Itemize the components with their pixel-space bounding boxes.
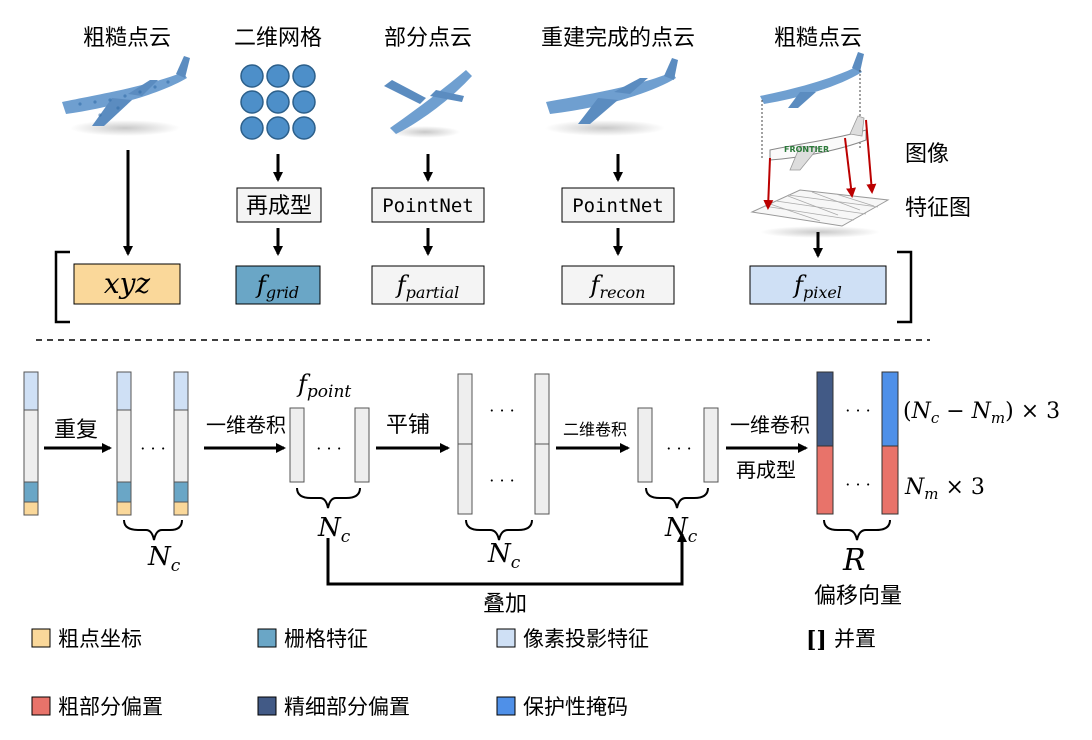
legend-label-mask: 保护性掩码 bbox=[523, 695, 628, 719]
coarse-airplane-pointcloud-image bbox=[62, 56, 190, 136]
frontier-logo: FRONTIER bbox=[784, 145, 829, 154]
conv2d-column-left bbox=[637, 407, 653, 483]
reshape-op-box bbox=[236, 187, 322, 223]
fpoint-column-left bbox=[289, 407, 305, 483]
reshape-label-bottom: 再成型 bbox=[736, 458, 796, 482]
legend-swatch-mask bbox=[496, 696, 516, 716]
partial-airplane-pointcloud-image bbox=[384, 70, 472, 138]
nc-label-2: Nc bbox=[317, 513, 351, 547]
frecon-feature-box bbox=[561, 265, 675, 305]
legend-swatch-grid bbox=[257, 628, 277, 648]
fpixel-feature-box bbox=[749, 265, 887, 305]
feature-map-label: 特征图 bbox=[905, 196, 971, 221]
concat-bracket-right bbox=[897, 250, 913, 324]
repeat-label: 重复 bbox=[54, 418, 98, 443]
brace-r bbox=[823, 519, 891, 541]
concat-bracket-left bbox=[54, 250, 70, 324]
conv2d-label: 二维卷积 bbox=[563, 420, 627, 439]
pointnet-op-box-2 bbox=[561, 187, 675, 223]
fpoint-label: fpoint bbox=[296, 370, 351, 402]
legend-label-grid: 栅格特征 bbox=[284, 627, 368, 651]
ellipsis-2: · · · bbox=[316, 439, 341, 458]
column-title-coarse: 粗糙点云 bbox=[83, 26, 171, 51]
ellipsis-6: · · · bbox=[845, 401, 870, 420]
pointnet-op-label-1: PointNet bbox=[382, 195, 474, 217]
recon-airplane-pointcloud-image bbox=[545, 58, 678, 136]
conv2d-column-right bbox=[703, 407, 719, 483]
column-title-partial: 部分点云 bbox=[384, 26, 472, 51]
pointnet-op-label-2: PointNet bbox=[572, 195, 664, 217]
pixel-projection-image: FRONTIER bbox=[750, 52, 890, 238]
tile-label: 平铺 bbox=[386, 413, 430, 438]
column-title-recon: 重建完成的点云 bbox=[541, 26, 695, 51]
conv1d-label-1: 一维卷积 bbox=[206, 413, 286, 437]
ellipsis-7: · · · bbox=[845, 475, 870, 494]
xyz-feature-label: xyz bbox=[104, 267, 151, 300]
nc-label-3: Nc bbox=[487, 539, 521, 573]
ellipsis-1: · · · bbox=[140, 439, 165, 458]
legend-label-coord: 粗点坐标 bbox=[58, 627, 142, 651]
ellipsis-5: · · · bbox=[666, 439, 691, 458]
fgrid-feature-box bbox=[235, 265, 321, 305]
brace-nc-1 bbox=[123, 519, 183, 541]
nc-label-1: Nc bbox=[147, 542, 181, 576]
column-title-pixel: 粗糙点云 bbox=[774, 26, 862, 51]
legend-swatch-fine-bias bbox=[257, 696, 277, 716]
reshape-op-label: 再成型 bbox=[246, 194, 312, 219]
skip-connection-arrow bbox=[326, 532, 687, 586]
top-dimension-formula: (Nc − Nm) × 3 bbox=[903, 399, 1060, 427]
legend-swatch-coarse-bias bbox=[31, 696, 51, 716]
repeated-column-right bbox=[173, 371, 189, 516]
legend-swatch-pixel bbox=[496, 628, 516, 648]
legend-swatch-coord bbox=[31, 628, 51, 648]
repeated-column-left bbox=[116, 371, 132, 516]
offset-column-right bbox=[881, 371, 899, 515]
fpoint-column-right bbox=[354, 407, 370, 483]
column-title-grid: 二维网格 bbox=[234, 26, 322, 51]
brace-nc-3 bbox=[465, 519, 533, 541]
r-label: R bbox=[842, 543, 866, 578]
legend-label-fine-bias: 精细部分偏置 bbox=[284, 695, 410, 719]
fpartial-feature-box bbox=[371, 265, 485, 305]
pointnet-op-box-1 bbox=[371, 187, 485, 223]
bottom-dimension-formula: Nm × 3 bbox=[904, 475, 985, 503]
offset-vector-label: 偏移向量 bbox=[814, 584, 902, 609]
legend-concat-symbol: [] bbox=[806, 627, 827, 653]
grid-dots-image bbox=[240, 64, 316, 140]
legend-label-pixel: 像素投影特征 bbox=[523, 627, 649, 651]
legend-label-coarse-bias: 粗部分偏置 bbox=[58, 695, 163, 719]
add-label: 叠加 bbox=[483, 592, 527, 617]
image-label: 图像 bbox=[905, 142, 949, 167]
offset-column-left bbox=[816, 371, 834, 515]
input-feature-column bbox=[23, 371, 39, 516]
xyz-feature-box bbox=[73, 263, 181, 305]
brace-nc-2 bbox=[296, 487, 361, 509]
ellipsis-3: · · · bbox=[489, 401, 514, 420]
ellipsis-4: · · · bbox=[489, 471, 514, 490]
legend-label-concat: 并置 bbox=[834, 627, 876, 651]
conv1d-label-2: 一维卷积 bbox=[730, 413, 810, 437]
brace-nc-4 bbox=[645, 487, 709, 509]
